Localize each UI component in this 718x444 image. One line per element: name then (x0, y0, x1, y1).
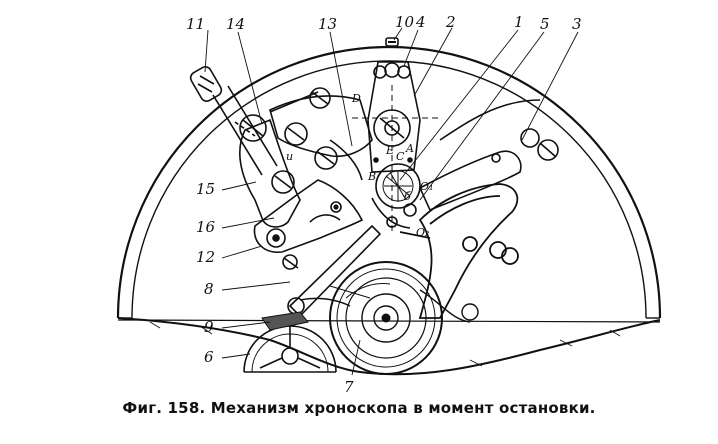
label-7: 7 (344, 378, 354, 396)
letter-E: E (385, 144, 394, 157)
label-10: 10 (395, 13, 415, 31)
wheel-7 (299, 261, 479, 375)
central-gear (371, 157, 421, 229)
label-14: 14 (226, 15, 245, 33)
central-bridge (352, 37, 440, 235)
letter-labels: D A E C B б u O₁ O₂ (286, 92, 433, 239)
label-1: 1 (514, 13, 524, 31)
lever-15 (239, 114, 301, 228)
part-number-labels: 11 14 13 10 4 2 1 5 3 15 16 12 8 9 6 7 (186, 13, 582, 396)
label-2: 2 (445, 13, 456, 31)
letter-A: A (405, 142, 414, 155)
figure-caption: Фиг. 158. Механизм хроноскопа в момент о… (122, 399, 596, 417)
leader-lines (204, 27, 579, 376)
label-15: 15 (196, 180, 215, 198)
label-4: 4 (415, 13, 426, 31)
upper-plate (269, 87, 373, 181)
wheel-6 (243, 311, 337, 373)
letter-O1: O₁ (420, 180, 433, 193)
letter-O2: O₂ (416, 226, 429, 239)
letter-b: б (404, 190, 411, 203)
letter-B: B (367, 170, 376, 183)
letter-u: u (286, 150, 293, 163)
curved-arm (399, 183, 519, 319)
letter-C: C (396, 150, 405, 163)
label-9: 9 (204, 318, 214, 336)
label-12: 12 (196, 248, 215, 266)
label-6: 6 (204, 348, 214, 366)
label-11: 11 (186, 15, 205, 33)
crown-stem-11 (189, 66, 278, 176)
label-5: 5 (540, 15, 550, 33)
letter-D: D (351, 92, 361, 105)
label-3: 3 (572, 15, 582, 33)
label-13: 13 (318, 15, 337, 33)
base-section (117, 317, 661, 376)
label-8: 8 (204, 280, 214, 298)
arm-3 (418, 99, 559, 212)
label-16: 16 (196, 218, 216, 236)
plate-16-12 (253, 179, 364, 253)
